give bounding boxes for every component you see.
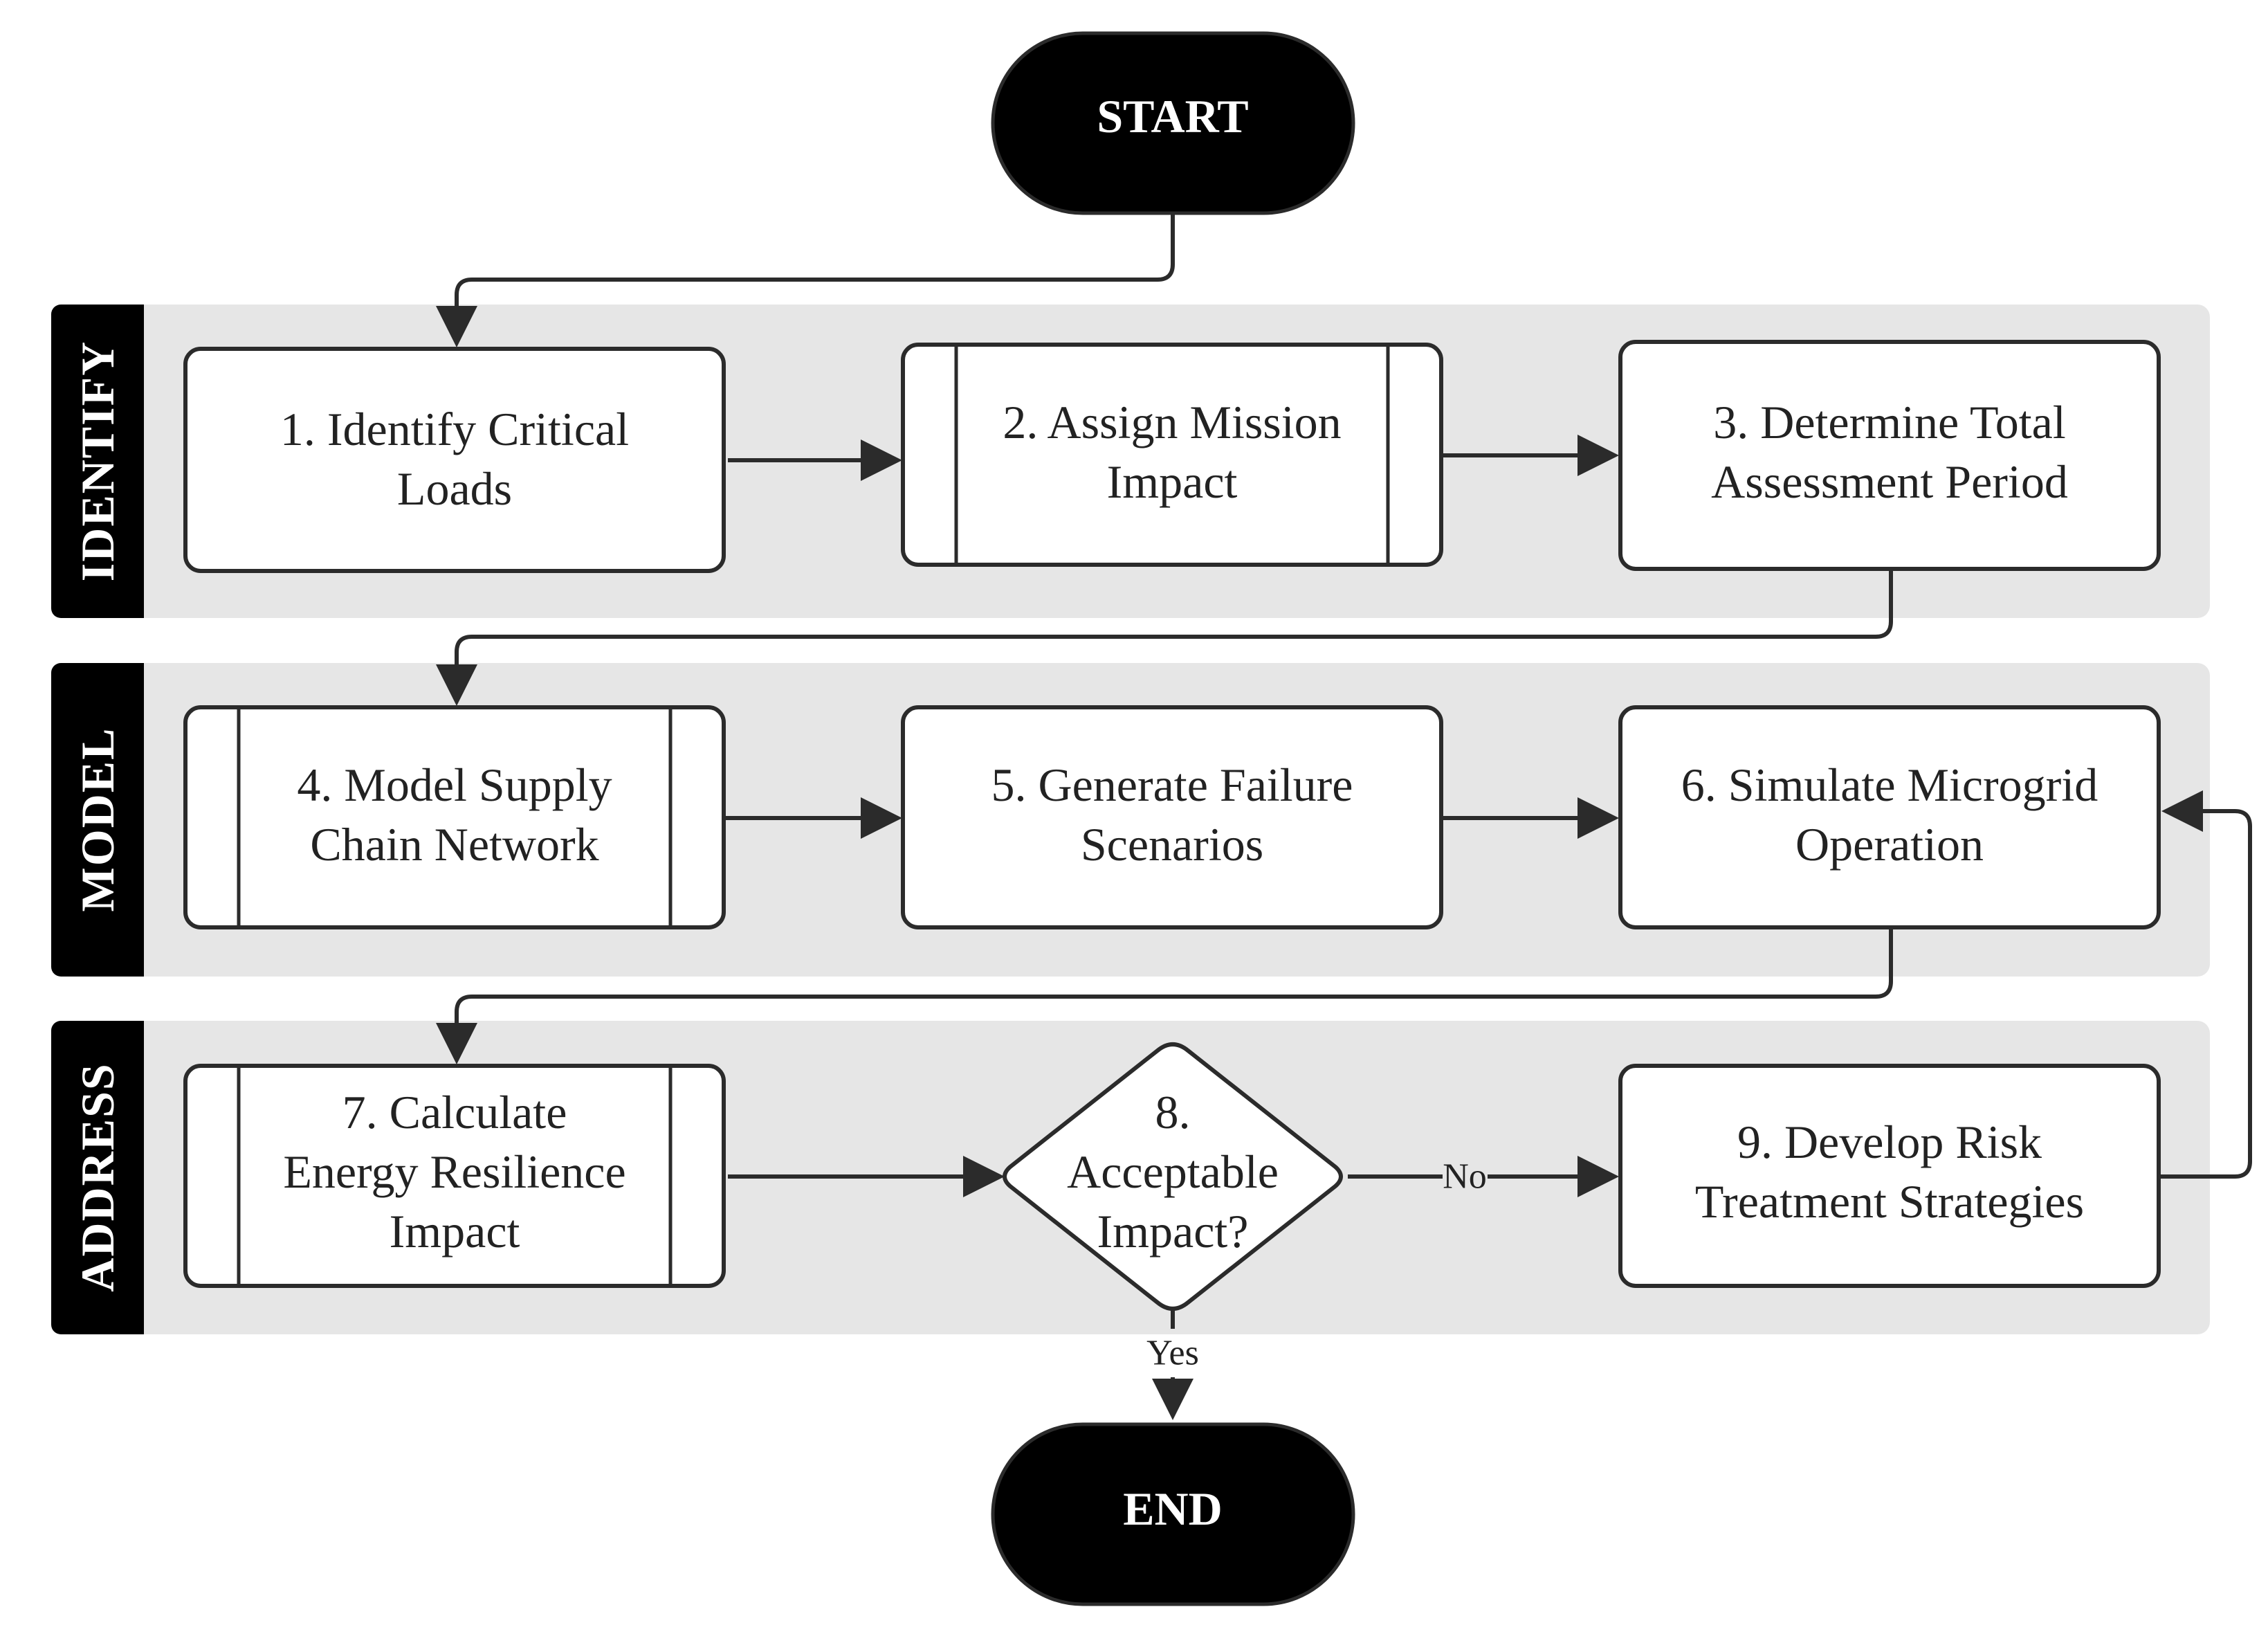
step-5-line-1: 5. Generate Failure [991, 759, 1353, 811]
step-7-line-3: Impact [390, 1205, 520, 1258]
step-1-line-2: Loads [397, 462, 512, 515]
step-9-line-2: Treatment Strategies [1695, 1175, 2084, 1228]
step-8-line-1: 8. [1155, 1086, 1191, 1138]
edge-3-to-4 [436, 570, 1893, 706]
step-6-line-2: Operation [1795, 818, 1984, 871]
step-4-line-1: 4. Model Supply [297, 759, 612, 811]
step-2-line-2: Impact [1107, 455, 1238, 508]
terminal-start: START [991, 31, 1355, 215]
step-6-line-1: 6. Simulate Microgrid [1681, 759, 2098, 811]
step-7-line-2: Energy Resilience [283, 1145, 625, 1198]
end-label: END [1123, 1482, 1223, 1535]
step-4-line-2: Chain Network [310, 818, 598, 871]
step-1-line-1: 1. Identify Critical [280, 403, 629, 455]
lane-label-identify: IDENTIFY [71, 341, 124, 582]
lane-label-model: MODEL [71, 727, 124, 912]
edge-6-to-7 [436, 929, 1893, 1064]
start-label: START [1097, 90, 1248, 143]
step-3-line-2: Assessment Period [1711, 455, 2068, 508]
lane-label-address: ADDRESS [71, 1062, 124, 1291]
edge-label-no: No [1443, 1157, 1487, 1197]
step-7-line-1: 7. Calculate [342, 1086, 567, 1138]
edge-start-to-1 [436, 213, 1175, 347]
step-8-line-2: Acceptable [1067, 1145, 1279, 1198]
step-8-line-3: Impact? [1097, 1205, 1249, 1258]
step-3-line-1: 3. Determine Total [1713, 396, 2066, 448]
edges: No Yes [436, 213, 2252, 1412]
step-5-line-2: Scenarios [1081, 818, 1263, 871]
edge-9-to-6-loop [2160, 790, 2252, 1179]
terminal-end: END [991, 1422, 1355, 1606]
step-2-line-1: 2. Assign Mission [1003, 396, 1341, 448]
edge-label-yes: Yes [1146, 1334, 1199, 1373]
step-9-line-1: 9. Develop Risk [1737, 1116, 2042, 1168]
